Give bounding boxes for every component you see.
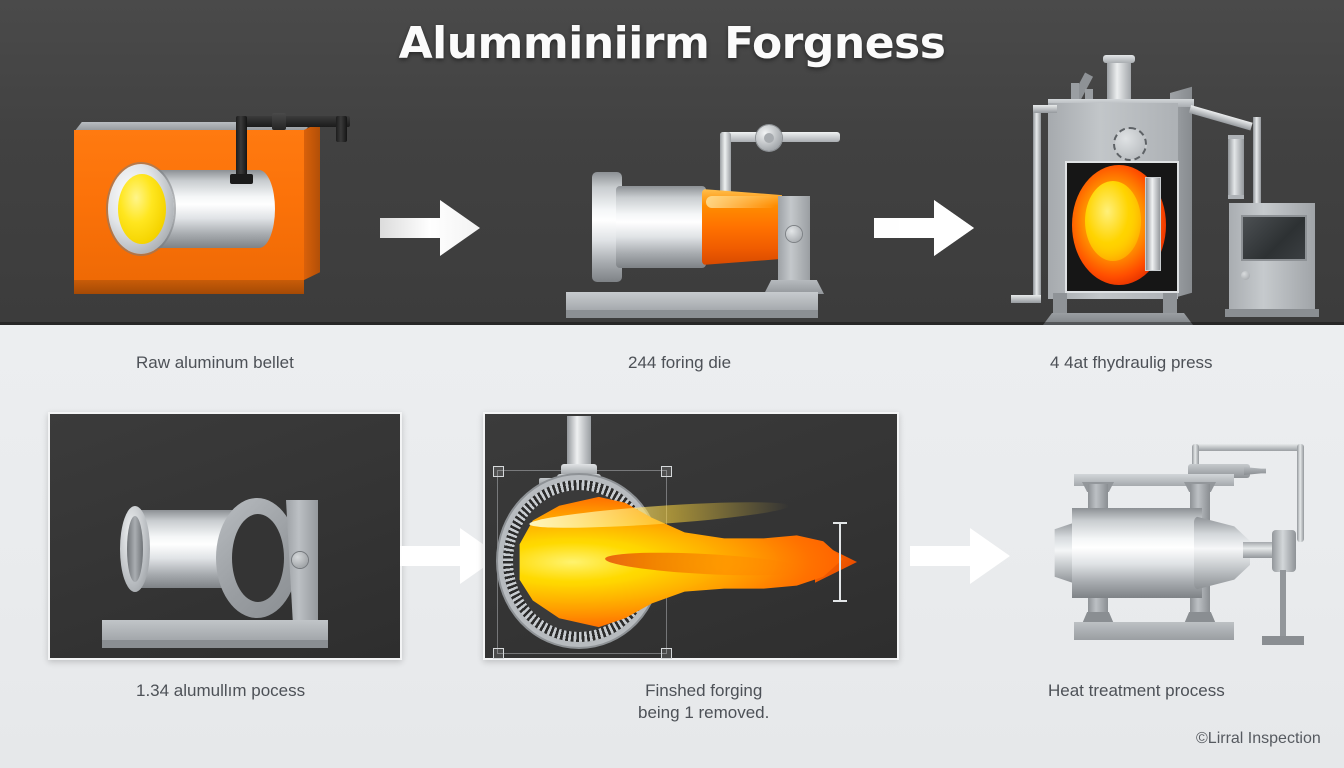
ram-collar-upper: [561, 464, 597, 476]
press-leg-left: [1053, 293, 1067, 319]
figure-billet-in-furnace: [60, 100, 360, 300]
cabinet-screen: [1241, 215, 1307, 261]
bbox-corner-tl: [493, 466, 504, 477]
base-plate: [102, 620, 328, 642]
inline-filter: [1228, 135, 1244, 199]
press-floor-pad: [1043, 313, 1193, 325]
right-pipe-diagonal: [1188, 105, 1253, 131]
right-arrow-icon: [398, 524, 502, 588]
left-pipe: [1033, 105, 1041, 303]
overhead-pipe: [1192, 444, 1304, 451]
top-band: Alumminiirm Forgness: [0, 0, 1344, 325]
pipe-left-leg: [1192, 444, 1199, 480]
figure-heat-treatment-furnace: [1040, 430, 1330, 656]
gas-pipe-drop: [336, 116, 347, 142]
caption-step-1: Raw aluminum bellet: [136, 353, 294, 372]
figure-finished-hot-forging: [483, 412, 899, 660]
base-plate-shadow: [566, 310, 818, 318]
billet-highlight: [706, 196, 776, 208]
bbox-corner-br: [661, 648, 672, 659]
floor-stand: [1280, 570, 1286, 642]
pipe-elbow: [720, 132, 731, 162]
ram-collar-lower: [557, 474, 601, 484]
base-plate: [1074, 622, 1234, 640]
page-title: Alumminiirm Forgness: [398, 18, 946, 69]
credit-text: ©Lirral Inspection: [1196, 730, 1321, 747]
drum-vessel: [1072, 508, 1202, 598]
cabinet-foot: [1225, 309, 1319, 317]
right-arrow-icon: [872, 196, 976, 260]
support-stand: [778, 196, 810, 292]
die-ring-opening: [232, 514, 284, 602]
pipe-right-leg: [1297, 444, 1304, 542]
burner-nozzle: [230, 174, 253, 184]
bbox-corner-tr: [661, 466, 672, 477]
caption-step-6: Heat treatment process: [1048, 681, 1225, 700]
caption-step-4: 1.34 alumullım pocess: [136, 681, 306, 700]
valve-wheel: [756, 125, 782, 151]
base-plate-shadow: [102, 640, 328, 648]
bbox-corner-bl: [493, 648, 504, 659]
column-cap-bottom-left: [1082, 612, 1114, 624]
right-arrow-icon: [378, 196, 482, 260]
right-pipe-vertical: [1253, 117, 1261, 225]
figure-hydraulic-press: [985, 55, 1325, 325]
furnace-base: [74, 280, 304, 294]
gas-pipe-horizontal: [236, 116, 350, 127]
right-arrow-icon: [908, 524, 1012, 588]
post-bolt: [292, 552, 308, 568]
drive-shaft: [1243, 542, 1279, 558]
exhaust-stack-cap: [1103, 55, 1135, 63]
furnace-side-face: [304, 122, 320, 280]
caption-step-3: 4 4at fhydraulig press: [1050, 353, 1213, 372]
floor-stand-foot: [1262, 636, 1304, 645]
left-pipe-top-elbow: [1033, 105, 1057, 113]
caption-step-5: Finshed forging being 1 removed.: [638, 681, 770, 722]
left-pipe-bottom-elbow: [1011, 295, 1041, 303]
window-slot-bar: [1145, 177, 1161, 271]
exhaust-stack: [1107, 57, 1131, 105]
caption-step-2: 244 foring die: [628, 353, 732, 372]
drive-hub: [1272, 530, 1296, 572]
cabinet-knob: [1241, 271, 1250, 280]
pipe-collar: [272, 113, 286, 130]
die-body: [616, 186, 706, 268]
machine-base-plate: [566, 292, 818, 312]
figure-forging-die: [560, 110, 860, 325]
furnace-core-glow: [1085, 181, 1141, 261]
pipe-downleg: [720, 158, 731, 200]
gas-pipe-vertical: [236, 116, 247, 178]
stack-small-1: [1071, 83, 1079, 105]
figure-die-assembly: [48, 412, 402, 660]
stack-small-2: [1085, 89, 1093, 105]
cylinder-bore: [127, 516, 143, 582]
ram-stem: [567, 416, 591, 470]
ram-lug: [539, 478, 565, 487]
measurement-bracket: [833, 522, 847, 602]
hot-billet-end: [118, 174, 166, 244]
drum-nose-cone: [1194, 516, 1250, 590]
stand-foot: [764, 280, 824, 294]
stand-bolt: [786, 226, 802, 242]
valve-tip: [1244, 467, 1266, 475]
gauge-dial: [1113, 127, 1147, 161]
column-cap-bottom-right: [1184, 612, 1216, 624]
press-leg-right: [1163, 293, 1177, 319]
